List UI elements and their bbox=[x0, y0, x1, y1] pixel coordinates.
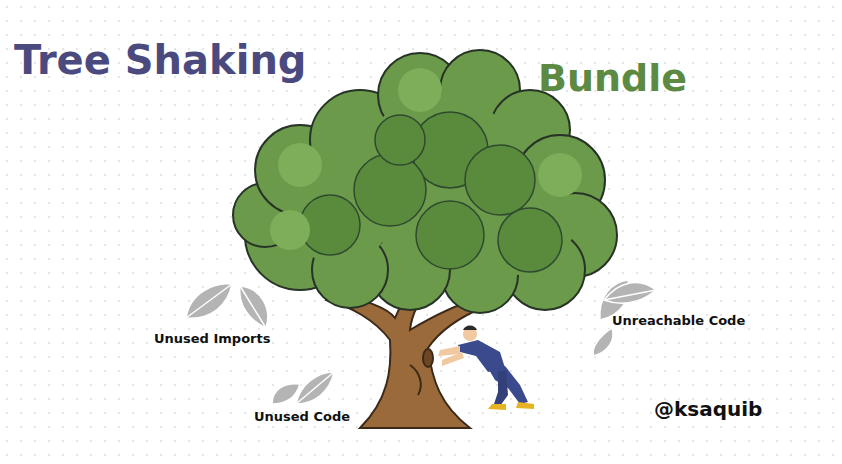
bundle-label: Bundle bbox=[538, 58, 687, 100]
canopy-shading bbox=[300, 112, 562, 272]
author-handle: @ksaquib bbox=[654, 398, 762, 420]
title: Tree Shaking bbox=[14, 38, 307, 82]
leaf-label: Unused Code bbox=[254, 410, 350, 424]
leaf-label: Unreachable Code bbox=[612, 314, 745, 328]
person-pushing bbox=[438, 326, 534, 411]
canopy-highlights bbox=[270, 68, 582, 250]
leaf-label: Unused Imports bbox=[154, 332, 270, 346]
